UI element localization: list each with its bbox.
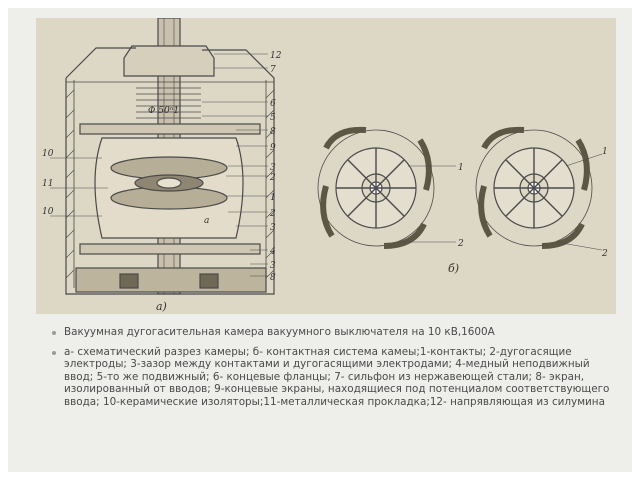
label-a-inner: a <box>204 216 209 226</box>
label-3c: 3 <box>270 261 276 271</box>
disc-left-label-2: 2 <box>457 239 464 249</box>
label-6: 6 <box>270 99 276 109</box>
contact-disc-left <box>317 126 456 249</box>
disc-right-label-1: 1 <box>602 147 608 157</box>
label-2b: 2 <box>269 209 276 219</box>
label-2: 2 <box>269 173 276 183</box>
label-1: 1 <box>270 193 276 203</box>
figure-title: Вакуумная дугогасительная камера вакуумн… <box>52 326 618 339</box>
disc-right-label-2: 2 <box>601 249 608 259</box>
disc-left-label-1: 1 <box>458 163 464 173</box>
label-8b: 8 <box>270 273 276 283</box>
label-12: 12 <box>270 51 282 61</box>
label-11: 11 <box>42 179 53 189</box>
label-5: 5 <box>270 113 276 123</box>
shaft-marking: Φ 50ⁿ1 <box>148 106 179 116</box>
label-3: 3 <box>270 163 276 173</box>
technical-drawing: 12 7 6 5 8 9 3 2 1 2 3 4 3 8 10 11 10 a … <box>42 18 608 313</box>
caption-a: а) <box>156 300 167 313</box>
slide: 12 7 6 5 8 9 3 2 1 2 3 4 3 8 10 11 10 a … <box>8 8 632 472</box>
label-7: 7 <box>270 65 276 75</box>
label-9: 9 <box>270 143 276 153</box>
caption-block: Вакуумная дугогасительная камера вакуумн… <box>52 326 618 416</box>
caption-b: б) <box>448 262 459 275</box>
figure-legend: а- схематический разрез камеры; б- конта… <box>52 346 618 409</box>
label-3b: 3 <box>270 223 276 233</box>
label-4: 4 <box>269 247 276 257</box>
contact-disc-right <box>475 126 603 251</box>
label-10: 10 <box>42 149 54 159</box>
cross-section-drawing <box>50 18 275 295</box>
vacuum-chamber-drawing: 12 7 6 5 8 9 3 2 1 2 3 4 3 8 10 11 10 a … <box>36 18 616 314</box>
label-8: 8 <box>270 127 276 137</box>
label-10b: 10 <box>42 207 54 217</box>
